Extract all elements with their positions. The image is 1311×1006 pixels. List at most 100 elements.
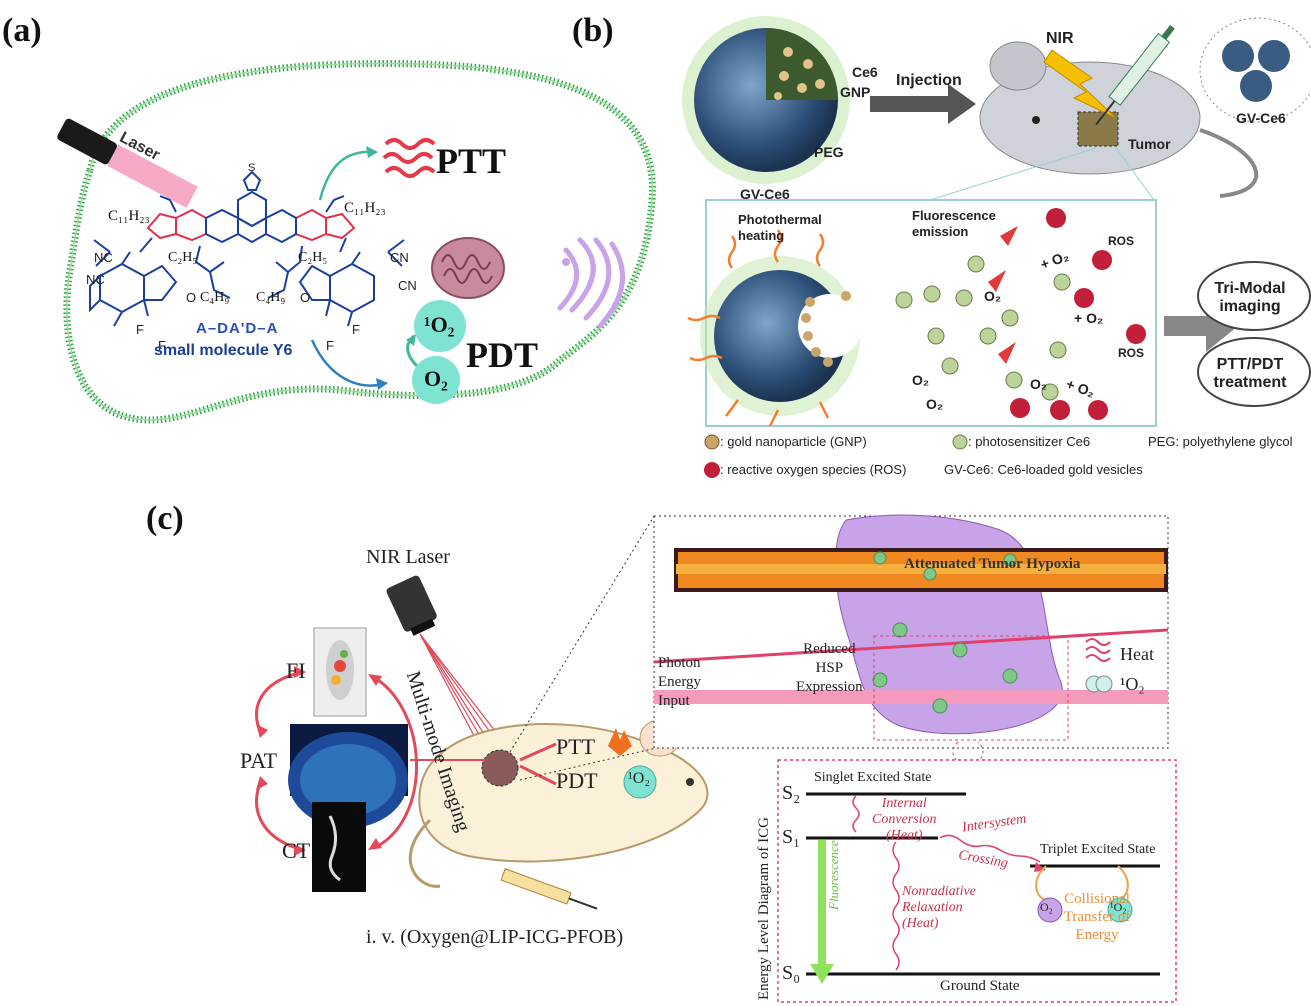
o2-bubble-diagram xyxy=(1037,897,1063,923)
legend-gnp: : gold nanoparticle (GNP) xyxy=(720,434,867,449)
vesicle-cloud xyxy=(1199,17,1311,123)
ptt-label-c: PTT xyxy=(556,734,596,759)
pdt-label-c: PDT xyxy=(556,768,598,793)
cell-membrane xyxy=(63,60,656,424)
injection-label: Injection xyxy=(896,72,962,89)
gv-ce6-vesicle xyxy=(682,16,850,184)
adda-label: A–DA'D–A xyxy=(196,320,278,337)
o-left: O xyxy=(186,290,197,305)
gvce6-label: GV-Ce6 xyxy=(740,186,790,202)
collisional-text-3: Energy xyxy=(1075,927,1119,943)
ros-label-2: ROS xyxy=(1118,346,1145,360)
pat-label: PAT xyxy=(240,748,278,773)
energy-text: Energy xyxy=(658,674,702,690)
internal-text-3: (Heat) xyxy=(886,828,923,843)
nonrad-text-1: Nonradiative xyxy=(902,884,976,899)
expression-text: Expression xyxy=(796,679,863,695)
photothermal-label: Photothermal heating xyxy=(738,212,822,244)
mouse-b xyxy=(979,41,1259,198)
panel-a-diagram xyxy=(57,60,656,424)
oxygen-circle xyxy=(412,356,460,404)
heat-wave-icon xyxy=(382,138,436,178)
legend-ce6: : photosensitizer Ce6 xyxy=(968,434,1091,449)
nc-bottom: NC xyxy=(86,272,105,287)
singlet-oxygen-label-a: ¹O₂ xyxy=(424,312,455,337)
gnp-legend-icon xyxy=(704,434,720,450)
panel-b-letter: (b) xyxy=(572,12,614,49)
fluorescence-label: Fluorescence emission xyxy=(912,208,996,240)
emission-text: emission xyxy=(912,224,969,239)
plus-o2-2: + O₂ xyxy=(1074,310,1104,326)
legend-peg: PEG: polyethylene glycol xyxy=(1148,434,1293,449)
syringe-icon-b xyxy=(1095,24,1175,126)
open-vesicle xyxy=(700,256,862,416)
trimodal-label: Tri-Modal imaging xyxy=(1206,280,1294,316)
ct-image xyxy=(312,802,366,892)
c4h9-left: C₄H₉ xyxy=(200,290,230,305)
c2h5-right: C₂H₅ xyxy=(298,250,328,265)
peg-label: PEG xyxy=(814,144,844,160)
heat-waves-b xyxy=(687,229,830,427)
photon-input-label: Photon Energy Input xyxy=(658,654,701,711)
o2-diagram-label: O₂ xyxy=(1040,900,1053,914)
singlet-o2-diagram-label: ¹O₂ xyxy=(1110,900,1127,914)
legend-ros: : reactive oxygen species (ROS) xyxy=(720,462,907,477)
syringe-icon-c xyxy=(500,868,598,910)
s1-label: S₁ xyxy=(782,826,801,848)
singlet-oxygen-circle xyxy=(414,300,466,352)
molecule-label: small molecule Y6 xyxy=(154,342,293,359)
panel-a-letter: (a) xyxy=(2,12,42,49)
input-text: Input xyxy=(658,693,690,709)
hypoxia-label: Attenuated Tumor Hypoxia xyxy=(904,556,1081,572)
internal-conversion-label: Internal Conversion (Heat) xyxy=(872,796,937,844)
arrow-to-o2 xyxy=(310,339,385,387)
f-left-1: F xyxy=(136,322,144,337)
singlet-legend-label: ¹O₂ xyxy=(1120,674,1145,694)
hsp-text: HSP xyxy=(815,660,844,676)
fi-label: FI xyxy=(286,658,306,683)
ptt-label-a: PTT xyxy=(436,141,507,181)
trimodal-text-1: Tri-Modal xyxy=(1214,280,1286,297)
ros-label-1: ROS xyxy=(1108,234,1135,248)
f-left-2: F xyxy=(158,338,166,353)
collisional-label: Collisional Transfer of Energy xyxy=(1052,890,1142,944)
panel-b-diagram xyxy=(682,16,1311,478)
cn-bottom: CN xyxy=(398,278,417,293)
f-right-1: F xyxy=(326,338,334,353)
c2h5-left: C₂H₅ xyxy=(168,250,198,265)
energy-diagram-box xyxy=(777,759,1177,1003)
s2-label: S₂ xyxy=(782,782,801,804)
nonrad-text-2: Relaxation xyxy=(902,900,963,915)
reduced-hsp-label: Reduced HSP Expression xyxy=(796,640,863,697)
gnp-label: GNP xyxy=(840,84,871,100)
panel-c-letter: (c) xyxy=(146,500,184,537)
nonrad-text-3: (Heat) xyxy=(902,916,939,931)
mitochondrion-icon xyxy=(431,237,505,299)
triplet-label: Triplet Excited State xyxy=(1040,842,1156,857)
s-top: S xyxy=(248,162,256,174)
laser-device xyxy=(57,118,198,208)
o2-label-4: O₂ xyxy=(1030,376,1048,392)
pdt-label-a: PDT xyxy=(466,335,538,375)
pttpdt-text-2: treatment xyxy=(1213,374,1287,391)
ground-state-label: Ground State xyxy=(940,978,1020,994)
iv-label: i. v. (Oxygen@LIP-ICG-PFOB) xyxy=(366,926,624,948)
fluorescence-text: Fluorescence xyxy=(912,208,996,223)
heat-legend-label: Heat xyxy=(1120,644,1154,664)
legend-gv: GV-Ce6: Ce6-loaded gold vesicles xyxy=(944,462,1143,477)
f-right-2: F xyxy=(352,322,360,337)
ce6-label: Ce6 xyxy=(852,64,878,80)
reduced-text: Reduced xyxy=(803,641,856,657)
trimodal-oval xyxy=(1197,261,1311,331)
tumor-highlight xyxy=(873,635,1069,741)
fluorescence-label-c: Fluorescence xyxy=(826,840,841,910)
ros-legend-icon xyxy=(704,462,720,478)
pttpdt-oval xyxy=(1197,337,1311,407)
collisional-text-2: Transfer of xyxy=(1063,909,1131,925)
pttpdt-label: PTT/PDT treatment xyxy=(1206,356,1294,392)
s0-label: S₀ xyxy=(782,962,801,984)
o2-label-3: O₂ xyxy=(926,396,944,412)
adda-text: A–DA'D–A xyxy=(196,320,279,337)
golgi-icon xyxy=(557,237,626,329)
nir-lightning-icon xyxy=(1043,49,1117,119)
